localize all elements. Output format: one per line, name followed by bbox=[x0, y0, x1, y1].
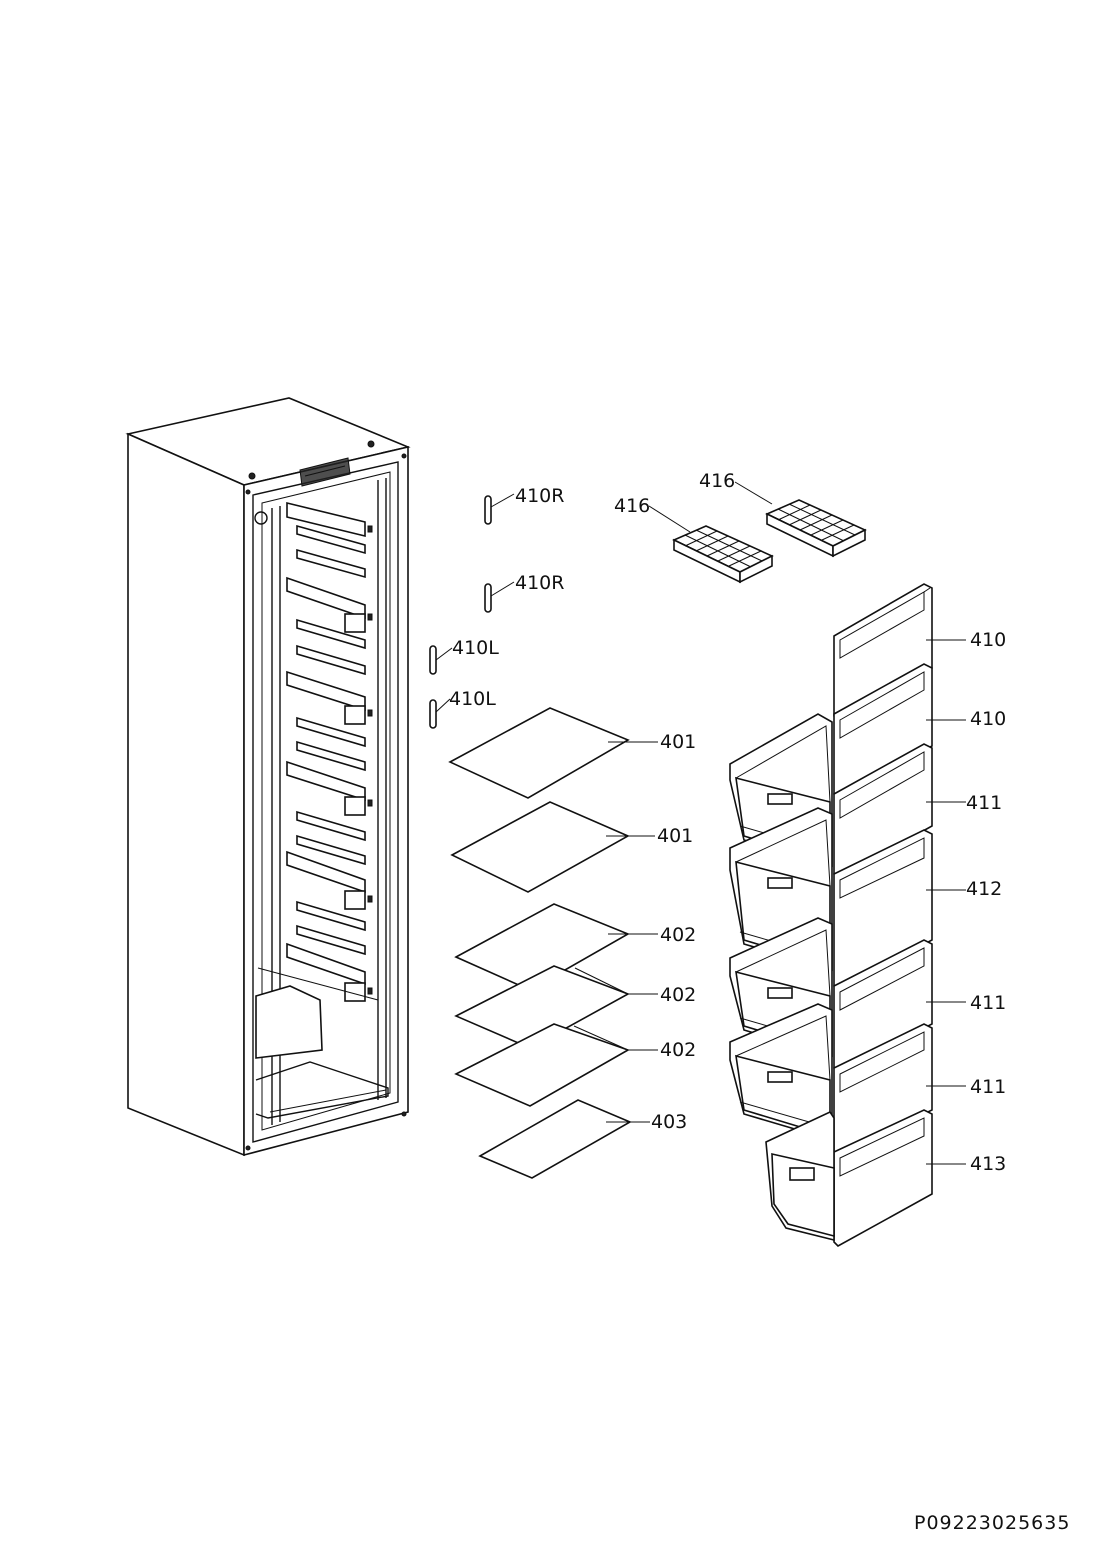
callout-410r-lower: 410R bbox=[515, 572, 564, 594]
ice-trays bbox=[648, 481, 867, 584]
shelf-403 bbox=[478, 1099, 632, 1179]
callout-410l-lower: 410L bbox=[449, 688, 496, 710]
shelf-401-lower bbox=[450, 801, 630, 893]
callout-416-back: 416 bbox=[699, 470, 735, 492]
document-code: P09223025635 bbox=[914, 1512, 1071, 1534]
callout-labels: 410R 410R 410L 410L 416 416 401 401 402 … bbox=[449, 470, 1006, 1175]
callout-403: 403 bbox=[651, 1111, 687, 1133]
callout-413: 413 bbox=[970, 1153, 1006, 1175]
callout-402-upper: 402 bbox=[660, 924, 696, 946]
hinge-parts bbox=[429, 493, 515, 729]
ice-tray-back bbox=[765, 499, 867, 558]
hinge-r-upper bbox=[484, 495, 492, 525]
ice-tray-front bbox=[672, 525, 774, 584]
callout-410-lower: 410 bbox=[970, 708, 1006, 730]
shelf-401-upper bbox=[448, 707, 630, 799]
drawer-411-top bbox=[729, 713, 933, 879]
hinge-l-upper bbox=[429, 645, 437, 675]
drawer-413-bottom bbox=[765, 1109, 933, 1247]
hinge-r-lower bbox=[484, 583, 492, 613]
callout-410l-upper: 410L bbox=[452, 637, 499, 659]
callout-401-lower: 401 bbox=[657, 825, 693, 847]
callout-402-middle: 402 bbox=[660, 984, 696, 1006]
shelf-402-lower bbox=[454, 1023, 630, 1107]
callout-412: 412 bbox=[966, 878, 1002, 900]
drawer-411-lower bbox=[729, 1003, 933, 1157]
hinge-l-lower bbox=[429, 699, 437, 729]
drawer-stack bbox=[729, 583, 966, 1247]
callout-411-lower: 411 bbox=[970, 1076, 1006, 1098]
callout-402-lower: 402 bbox=[660, 1039, 696, 1061]
glass-shelves bbox=[448, 707, 658, 1179]
callout-411-middle: 411 bbox=[970, 992, 1006, 1014]
callout-410r-upper: 410R bbox=[515, 485, 564, 507]
freezer-cabinet bbox=[125, 397, 411, 1157]
callout-411-top: 411 bbox=[966, 792, 1002, 814]
callout-401-upper: 401 bbox=[660, 731, 696, 753]
callout-416-front: 416 bbox=[614, 495, 650, 517]
callout-410-upper: 410 bbox=[970, 629, 1006, 651]
